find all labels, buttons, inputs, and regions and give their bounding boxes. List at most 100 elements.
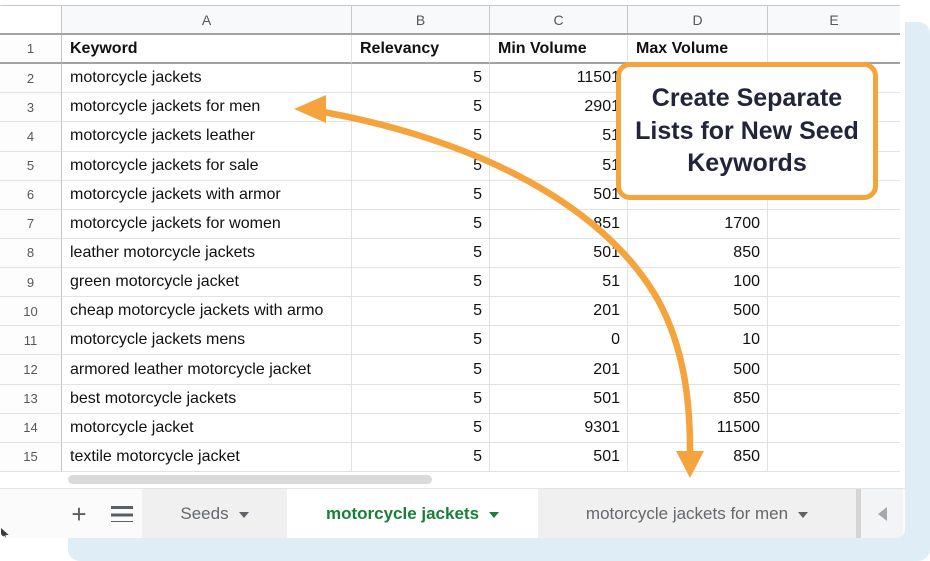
- sheet-tab-seeds[interactable]: Seeds: [142, 489, 287, 538]
- row-header[interactable]: 15: [0, 442, 62, 472]
- cell-keyword[interactable]: motorcycle jacket: [62, 413, 352, 443]
- all-sheets-button[interactable]: [104, 489, 140, 538]
- cell-empty[interactable]: [768, 268, 900, 298]
- horizontal-scrollbar-track[interactable]: [0, 472, 900, 488]
- cell-max-volume[interactable]: 100: [628, 268, 768, 298]
- row-header[interactable]: 11: [0, 326, 62, 356]
- cell-empty[interactable]: [768, 355, 900, 385]
- cell-relevancy[interactable]: 5: [352, 93, 490, 123]
- cell-min-volume[interactable]: 501: [490, 238, 628, 269]
- cell-max-volume[interactable]: 10: [628, 326, 768, 356]
- cell-keyword[interactable]: green motorcycle jacket: [62, 268, 352, 298]
- cell-max-volume[interactable]: 850: [628, 384, 768, 414]
- cell-relevancy[interactable]: 5: [352, 180, 490, 210]
- cell-empty[interactable]: [768, 413, 900, 443]
- select-all-corner[interactable]: [0, 6, 62, 33]
- cell-relevancy[interactable]: 5: [352, 355, 490, 385]
- cell-relevancy[interactable]: 5: [352, 326, 490, 356]
- scroll-tabs-left-button[interactable]: [861, 489, 903, 538]
- cell-empty[interactable]: [768, 384, 900, 414]
- row-header[interactable]: 10: [0, 297, 62, 327]
- cell-min-volume[interactable]: 851: [490, 209, 628, 239]
- cell-max-volume[interactable]: 500: [628, 297, 768, 327]
- cell-min-volume[interactable]: 501: [490, 180, 628, 210]
- cell-relevancy[interactable]: 5: [352, 268, 490, 298]
- row-header[interactable]: 4: [0, 122, 62, 152]
- row-header[interactable]: 1: [0, 35, 62, 65]
- horizontal-scrollbar-thumb[interactable]: [68, 475, 432, 484]
- row-header[interactable]: 3: [0, 93, 62, 123]
- add-sheet-button[interactable]: +: [62, 489, 96, 538]
- cell-keyword[interactable]: motorcycle jackets for men: [62, 93, 352, 123]
- cell-min-volume[interactable]: 201: [490, 355, 628, 385]
- cell-min-volume[interactable]: 9301: [490, 413, 628, 443]
- row-header[interactable]: 13: [0, 384, 62, 414]
- cell-relevancy[interactable]: 5: [352, 442, 490, 472]
- row-header[interactable]: 8: [0, 238, 62, 269]
- cell-keyword[interactable]: cheap motorcycle jackets with armo: [62, 297, 352, 327]
- row-header[interactable]: 9: [0, 268, 62, 298]
- cell-keyword[interactable]: Keyword: [62, 35, 352, 65]
- cell-keyword[interactable]: leather motorcycle jackets: [62, 238, 352, 269]
- cell-min-volume[interactable]: 0: [490, 326, 628, 356]
- row-header[interactable]: 2: [0, 64, 62, 94]
- cell-min-volume[interactable]: 51: [490, 151, 628, 181]
- cell-max-volume[interactable]: 1700: [628, 209, 768, 239]
- cell-empty[interactable]: [768, 326, 900, 356]
- caret-down-icon: [798, 512, 809, 518]
- cell-empty[interactable]: [768, 297, 900, 327]
- cell-relevancy[interactable]: 5: [352, 64, 490, 94]
- cell-relevancy[interactable]: 5: [352, 297, 490, 327]
- cell-min-volume[interactable]: 201: [490, 297, 628, 327]
- row-header[interactable]: 7: [0, 209, 62, 239]
- cell-relevancy[interactable]: 5: [352, 238, 490, 269]
- cell-min-volume[interactable]: 2901: [490, 93, 628, 123]
- row-header[interactable]: 6: [0, 180, 62, 210]
- sheet-tab-motorcycle-jackets-for-men[interactable]: motorcycle jackets for men: [538, 489, 856, 538]
- cell-keyword[interactable]: motorcycle jackets for women: [62, 209, 352, 239]
- row-header[interactable]: 12: [0, 355, 62, 385]
- cell-relevancy[interactable]: Relevancy: [352, 35, 490, 65]
- sheet-tab-motorcycle-jackets[interactable]: motorcycle jackets: [287, 489, 538, 538]
- cell-min-volume[interactable]: 501: [490, 384, 628, 414]
- cell-keyword[interactable]: motorcycle jackets for sale: [62, 151, 352, 181]
- column-header-d[interactable]: D: [628, 6, 768, 33]
- cell-min-volume[interactable]: 501: [490, 442, 628, 472]
- cell-keyword[interactable]: motorcycle jackets with armor: [62, 180, 352, 210]
- cell-min-volume[interactable]: 51: [490, 122, 628, 152]
- row-header[interactable]: 5: [0, 151, 62, 181]
- cell-keyword[interactable]: textile motorcycle jacket: [62, 442, 352, 472]
- column-header-b[interactable]: B: [352, 6, 490, 33]
- cell-relevancy[interactable]: 5: [352, 122, 490, 152]
- cell-keyword[interactable]: motorcycle jackets leather: [62, 122, 352, 152]
- cell-keyword[interactable]: motorcycle jackets mens: [62, 326, 352, 356]
- cell-empty[interactable]: [768, 238, 900, 269]
- cell-empty[interactable]: [768, 209, 900, 239]
- caret-down-icon: [489, 512, 500, 518]
- column-header-c[interactable]: C: [490, 6, 628, 33]
- cell-keyword[interactable]: best motorcycle jackets: [62, 384, 352, 414]
- cell-relevancy[interactable]: 5: [352, 209, 490, 239]
- row-header[interactable]: 14: [0, 413, 62, 443]
- cell-empty[interactable]: [768, 442, 900, 472]
- cell-max-volume[interactable]: 500: [628, 355, 768, 385]
- cell-max-volume[interactable]: 850: [628, 238, 768, 269]
- cell-min-volume[interactable]: 11501: [490, 64, 628, 94]
- cell-relevancy[interactable]: 5: [352, 413, 490, 443]
- cell-keyword[interactable]: armored leather motorcycle jacket: [62, 355, 352, 385]
- cell-max-volume[interactable]: Max Volume: [628, 35, 768, 65]
- caret-down-icon: [238, 512, 249, 518]
- column-header-a[interactable]: A: [62, 6, 352, 33]
- cell-min-volume[interactable]: Min Volume: [490, 35, 628, 65]
- cell-max-volume[interactable]: 850: [628, 442, 768, 472]
- column-header-e[interactable]: E: [768, 6, 900, 33]
- cell-relevancy[interactable]: 5: [352, 151, 490, 181]
- cell-min-volume[interactable]: 51: [490, 268, 628, 298]
- cell-keyword[interactable]: motorcycle jackets: [62, 64, 352, 94]
- cell-empty[interactable]: [768, 35, 900, 65]
- sheet-tab-label: motorcycle jackets: [325, 504, 480, 523]
- cell-relevancy[interactable]: 5: [352, 384, 490, 414]
- cell-max-volume[interactable]: 11500: [628, 413, 768, 443]
